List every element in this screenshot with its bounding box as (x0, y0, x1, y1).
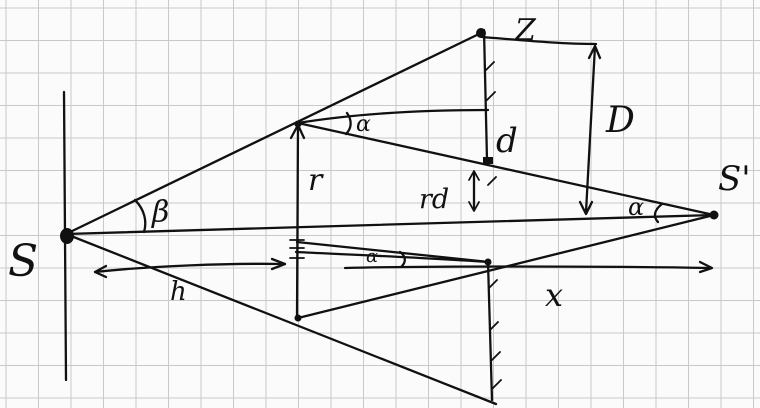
beta-arc (133, 198, 147, 234)
label-r: r (308, 163, 324, 198)
point-d-mark (483, 157, 493, 164)
point-r-top (294, 120, 302, 128)
ray-top-to-image (296, 121, 716, 217)
label-top-point: Z (514, 13, 537, 48)
aperture-line-r (295, 121, 300, 320)
label-beta: β (151, 195, 169, 230)
label-x: x (545, 276, 563, 314)
alpha-top-arc (344, 111, 352, 136)
ray-horizontal-top (296, 108, 490, 125)
rd-arrowhead-top (468, 170, 480, 181)
label-source: S (8, 236, 38, 287)
label-d: d (496, 121, 518, 161)
point-screen-axis (484, 258, 492, 266)
point-S (60, 228, 74, 244)
D-arrow-line (584, 44, 597, 214)
D-arrowhead-bottom (578, 200, 594, 216)
h-arrow-line (93, 262, 287, 274)
alpha-right-arc (653, 202, 664, 224)
label-D: D (605, 100, 635, 141)
r-ticks (289, 239, 305, 259)
point-r-bottom (294, 314, 302, 322)
screen-line-lower (486, 260, 494, 402)
label-alpha-bottom: α (366, 246, 378, 267)
point-Z (476, 28, 486, 38)
h-arrowhead-left (93, 264, 108, 279)
x-arrow-line (343, 265, 712, 270)
ray-axis (64, 213, 716, 236)
screen-line-upper (482, 28, 489, 162)
label-alpha-top: α (356, 112, 371, 137)
rd-arrowhead-bottom (468, 201, 480, 212)
label-alpha-right: α (628, 193, 644, 221)
ray-middle (295, 240, 491, 264)
point-S-prime (709, 210, 719, 220)
D-arrowhead-top (587, 44, 602, 60)
alpha-bottom-arc (398, 250, 406, 268)
h-arrowhead-right (270, 257, 287, 271)
screen-hatching (485, 61, 502, 389)
label-h: h (170, 277, 187, 307)
label-image: S' (718, 159, 751, 199)
ray-lower (64, 232, 498, 406)
ray-lower-middle (294, 250, 490, 264)
label-rd: rd (419, 184, 449, 215)
z-dimension-line (480, 35, 598, 46)
x-arrowhead (698, 260, 714, 274)
